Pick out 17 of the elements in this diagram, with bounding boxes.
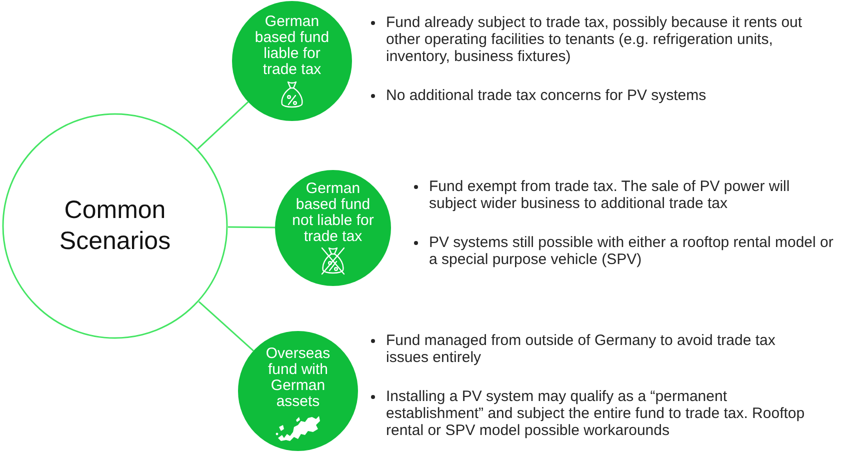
bullet-text: Fund already subject to trade tax, possibly because it rents out other operating facilities to tenants (e.g. refrigeration units, inventory, business fixtures) [368,14,826,65]
circle-label: Overseas fund with German assets [264,346,332,410]
bullet-text: No additional trade tax concerns for PV systems [368,87,826,104]
scenario-circle [238,331,358,451]
bullet-text: Installing a PV system may qualify as a “permanent establishment” and subject the entire fund to trade tax. Rooftop rental or SPV model possible workarounds [368,388,808,439]
circle-label: Common Scenarios [58,195,172,257]
scenario-circle [275,170,391,286]
connector-line [228,226,275,228]
bullet-text: Fund managed from outside of Germany to avoid trade tax issues entirely [368,332,808,366]
connector-line [198,301,254,352]
circle-label: German based fund not liable for trade tax [291,181,375,245]
connector-line [197,101,249,150]
scenario-circle [232,1,352,121]
bullet-text: PV systems still possible with either a rooftop rental model or a special purpose vehicle (SPV) [411,234,836,268]
topic-circle [2,113,228,339]
bullet-text: Fund exempt from trade tax. The sale of PV power will subject wider business to additional trade tax [411,178,836,212]
circle-label: German based fund liable for trade tax [254,14,330,78]
